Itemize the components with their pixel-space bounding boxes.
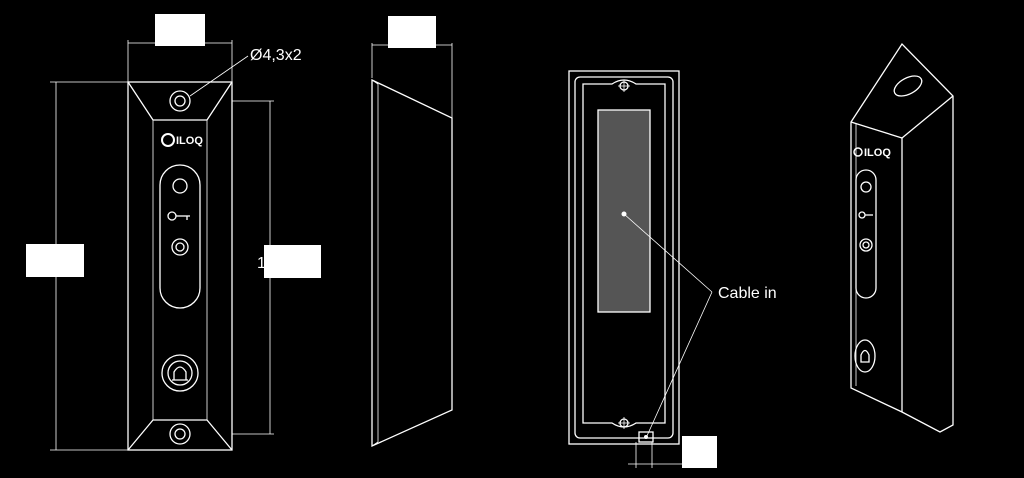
key-icon bbox=[167, 211, 190, 221]
dimension-box-total-height bbox=[26, 244, 84, 277]
back-view: Cable in bbox=[568, 70, 777, 468]
doorbell-button bbox=[161, 354, 199, 392]
back-plate bbox=[582, 79, 666, 428]
iso-bell-icon bbox=[860, 349, 870, 363]
iso-logo-mark-icon bbox=[853, 147, 863, 157]
cable-notch bbox=[638, 431, 654, 443]
dimension-box-notch bbox=[682, 436, 717, 468]
bell-icon bbox=[172, 366, 188, 381]
side-view bbox=[371, 16, 453, 448]
brand-logo: ILOQ bbox=[176, 135, 203, 147]
dimension-box-hole-spacing bbox=[264, 245, 321, 278]
reader-panel bbox=[159, 164, 201, 309]
screw-hole-bottom bbox=[169, 423, 191, 445]
button-ring-icon bbox=[171, 238, 189, 256]
isometric-view: ILOQ bbox=[850, 42, 954, 433]
iso-top-hole bbox=[893, 75, 923, 97]
iso-doorbell-button bbox=[854, 339, 876, 373]
front-body-outline bbox=[127, 81, 233, 451]
iso-key-icon bbox=[858, 211, 873, 219]
logo-mark-icon bbox=[161, 133, 175, 147]
hole-spec-label: Ø4,3x2 bbox=[250, 47, 302, 64]
mount-hole-top bbox=[618, 80, 630, 92]
iso-body-outline bbox=[850, 42, 954, 433]
iso-brand-logo: ILOQ bbox=[864, 147, 891, 159]
cable-in-label: Cable in bbox=[718, 285, 777, 302]
cable-window bbox=[597, 109, 651, 313]
indicator-led-icon bbox=[172, 178, 188, 194]
partial-dimension-digit: 1 bbox=[257, 255, 266, 272]
dimension-box-top-width bbox=[155, 14, 205, 46]
iso-reader-panel bbox=[855, 169, 877, 299]
side-body-outline bbox=[371, 78, 453, 448]
mount-hole-bottom bbox=[618, 417, 630, 429]
dimension-box-depth bbox=[388, 16, 436, 48]
front-view: Ø4,3x2 ILOQ 1 bbox=[26, 14, 321, 451]
screw-hole-top bbox=[169, 90, 191, 112]
back-outer-frame bbox=[568, 70, 680, 445]
